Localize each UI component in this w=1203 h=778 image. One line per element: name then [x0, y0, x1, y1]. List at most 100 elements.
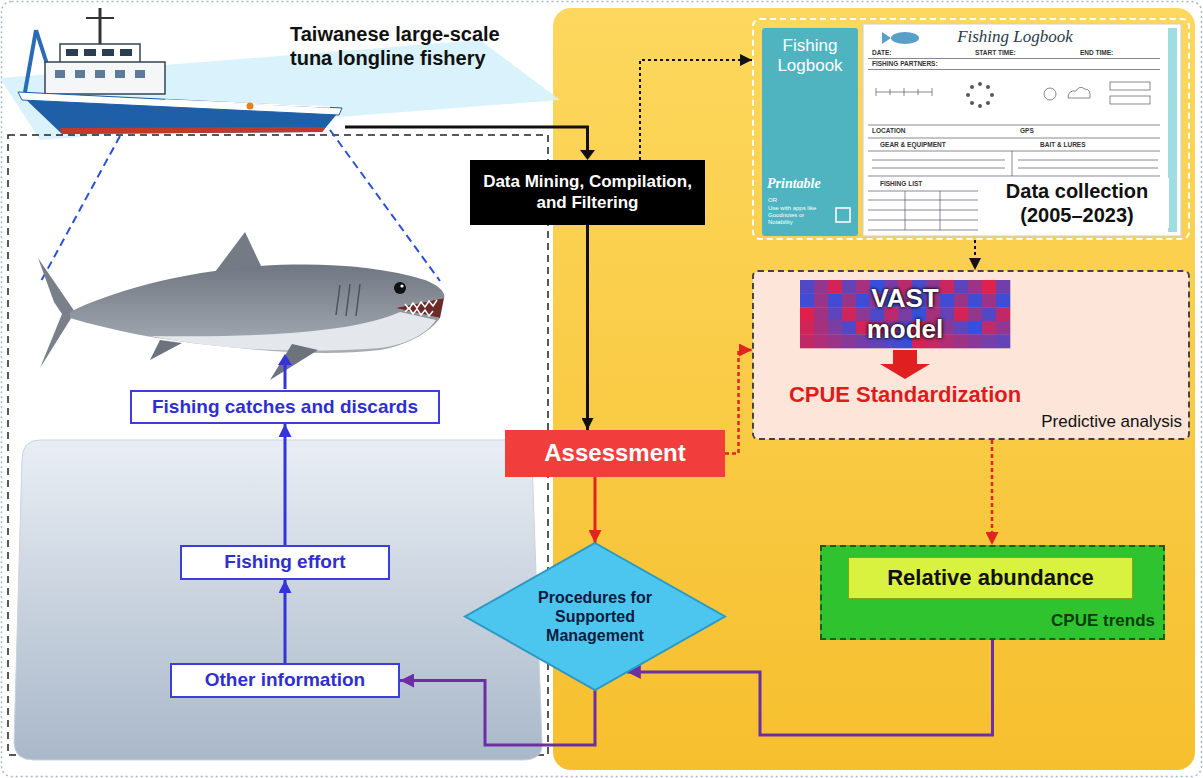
logbook-illustration: [868, 176, 1160, 177]
logbook-illustration: [836, 208, 850, 222]
zoom-lines: [330, 130, 440, 281]
logbook-illustration: [986, 101, 990, 105]
heatmap-cell: [842, 321, 856, 335]
logbook-illustration: [1110, 96, 1150, 104]
logbook-heading: Fishing Logbook: [935, 27, 1095, 47]
ship-illustration: [18, 92, 342, 115]
heatmap-cell: [996, 294, 1010, 308]
cover-note: Use with apps like Goodnotes or Notabili…: [768, 205, 828, 226]
diamond-shape: [465, 543, 725, 690]
heatmap-cell: [828, 280, 842, 294]
form-field: GEAR & EQUIPMENT: [880, 141, 946, 148]
logbook-illustration: [868, 200, 978, 201]
cover-note: OR: [768, 197, 808, 204]
process-box: Other information: [170, 663, 400, 698]
catch-arrow: [284, 363, 287, 389]
form-field: DATE:: [872, 49, 891, 56]
connector-arrow: [594, 477, 597, 543]
logbook-illustration: [918, 89, 919, 95]
logbook-illustration: [970, 101, 974, 105]
heatmap-cell: [982, 334, 996, 348]
ship-illustration: [45, 62, 165, 94]
model-panel: CPUE StandardizationPredictive analysisV…: [752, 270, 1190, 440]
ship-illustration: [84, 49, 96, 56]
shark-illustration: [215, 232, 262, 272]
heatmap-cell: [842, 334, 856, 348]
shark-illustration: [38, 232, 444, 380]
process-box: Fishing catches and discards: [130, 390, 440, 424]
panel-text: CPUE Standardization: [770, 382, 1040, 408]
shark-illustration: [405, 308, 433, 316]
form-field: BAIT & LURES: [1040, 141, 1086, 148]
logbook-illustration: [1044, 88, 1056, 100]
form-field: GPS: [1020, 127, 1034, 134]
model-arrow: [880, 350, 930, 379]
shark-illustration: [395, 298, 444, 318]
heatmap-cell: [996, 321, 1010, 335]
logbook-illustration: [868, 220, 978, 221]
logbook-illustration: [990, 93, 994, 97]
form-field: LOCATION: [872, 127, 905, 134]
ship-illustration: [60, 44, 140, 64]
platform: [14, 440, 542, 760]
heatmap-cell: [800, 307, 814, 321]
logbook-illustration: [762, 24, 1181, 236]
figure-title: Taiwanese large-scale tuna longline fish…: [290, 22, 540, 70]
heatmap-box: VAST model: [800, 280, 1010, 348]
logbook-illustration: [872, 168, 1005, 169]
logbook-illustration: [986, 85, 990, 89]
logbook-illustration: [1018, 168, 1158, 169]
catch-arrow: [278, 354, 292, 389]
connector-arrow: [640, 60, 752, 160]
heatmap-cell: [968, 321, 982, 335]
heatmap-cell: [828, 294, 842, 308]
result-panel: CPUE trendsRelative abundance: [820, 545, 1165, 640]
heatmap-cell: [940, 294, 954, 308]
logbook-illustration: [868, 58, 1160, 59]
logbook-illustration: [762, 28, 858, 236]
heatmap-cell: [996, 280, 1010, 294]
connector-arrow: [974, 240, 976, 270]
logbook-illustration: [1068, 87, 1090, 98]
ship-illustration: [55, 70, 65, 78]
heatmap-cell: [814, 334, 828, 348]
ship-illustration: [120, 49, 132, 56]
ship-illustration: [75, 70, 85, 78]
heatmap-cell: [982, 307, 996, 321]
heatmap-cell: [940, 280, 954, 294]
panel-text: Data collection (2005–2023): [985, 178, 1169, 228]
logbook-illustration: [868, 230, 978, 231]
logbook-illustration: [905, 191, 906, 230]
heatmap-cell: [856, 294, 870, 308]
heatmap-cell: [968, 334, 982, 348]
heatmap-cell: [996, 307, 1010, 321]
box-text: Other information: [205, 669, 365, 692]
form-field: END TIME:: [1080, 49, 1113, 56]
heatmap-cell: [968, 307, 982, 321]
logbook-illustration: [978, 82, 982, 86]
heatmap-cell: [996, 334, 1010, 348]
shark-illustration: [336, 284, 360, 316]
heatmap-cell: [814, 321, 828, 335]
model-panel-ground: [753, 271, 1189, 439]
connector-arrow: [586, 225, 589, 430]
connector-arrow: [400, 681, 595, 746]
logbook-illustration: [868, 191, 978, 192]
ship-illustration: [95, 70, 105, 78]
logbook-illustration: [890, 89, 891, 95]
ship-illustration: [86, 17, 114, 19]
logbook-illustration: [863, 24, 1181, 236]
shark-illustration: [356, 284, 360, 316]
ship-illustration: [18, 92, 342, 134]
ship-illustration: [99, 8, 102, 44]
box-text: VAST model: [840, 283, 970, 345]
assessment-box: Assessment: [505, 430, 725, 477]
heatmap-cell: [800, 280, 814, 294]
logbook-illustration: [891, 32, 919, 44]
logbook-illustration: [882, 32, 891, 44]
box-text: Assessment: [544, 439, 685, 468]
ship-illustration: [135, 70, 145, 78]
